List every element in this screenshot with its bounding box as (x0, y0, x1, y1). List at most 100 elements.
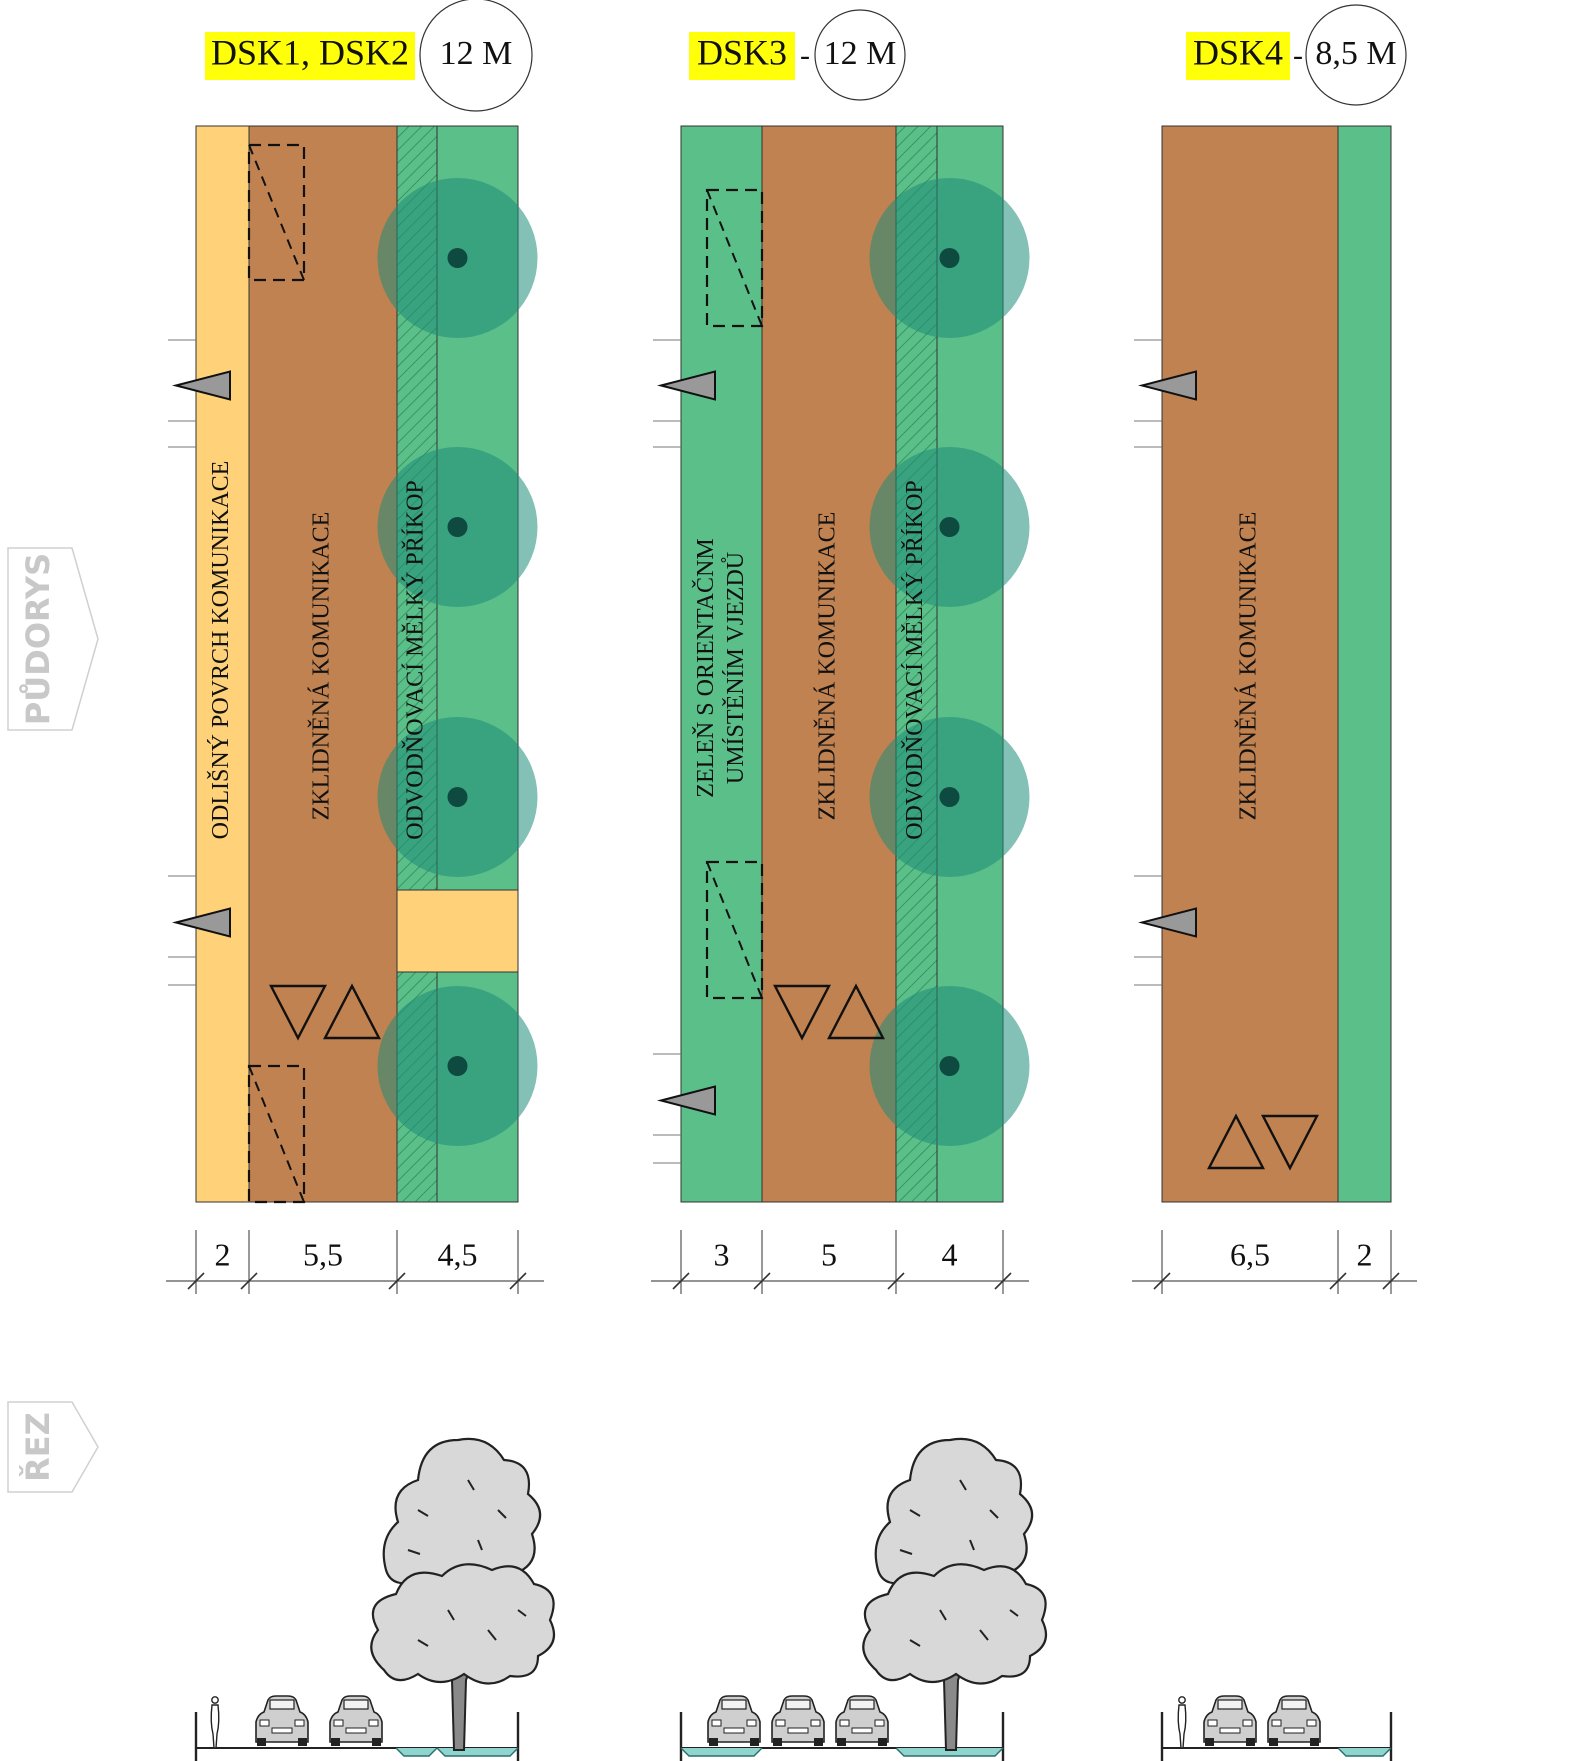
section-arrow (657, 1085, 716, 1116)
traffic-arrow-up (323, 983, 381, 1040)
profile-width: 8,5 M (1315, 35, 1396, 72)
strip-label: ODVODŇOVACÍ MĚLKÝ PŘÍKOP (902, 480, 928, 840)
driveway-crossing (396, 889, 519, 973)
parking-diagonal (248, 144, 305, 281)
tree-trunk-dot (447, 248, 468, 268)
parking-box (247, 1064, 306, 1204)
profile-width: 12 M (440, 35, 513, 72)
parking-diagonal (248, 1065, 305, 1203)
car-icon (707, 1695, 761, 1747)
dimension-line: 2 5,5 4,5 (166, 1230, 544, 1294)
section-arrow (172, 370, 231, 401)
strip-label: UMÍSTĚNÍM VJEZDŮ (722, 552, 749, 784)
plan-tab-text: PŮDORYS (18, 553, 57, 725)
parking-diagonal (706, 189, 763, 327)
tree-trunk-dot (939, 787, 960, 807)
profile-code: DSK3 (697, 32, 787, 72)
tree-trunk-dot (447, 517, 468, 537)
dim-slash (240, 1272, 258, 1290)
profile-title: DSK3-12 M (689, 9, 906, 101)
width-circle (1305, 4, 1407, 106)
traffic-arrow-down (269, 984, 327, 1041)
tree-trunk-dot (447, 787, 468, 807)
water-channel (395, 1747, 438, 1757)
dim-value: 5,5 (303, 1236, 343, 1272)
profile-width: 12 M (824, 35, 897, 72)
profile-code: DSK1, DSK2 (211, 32, 409, 72)
dimension-line: 3 5 4 (651, 1230, 1029, 1294)
dim-slash (994, 1272, 1012, 1290)
profile-title: DSK1, DSK2-12 M (205, 0, 533, 112)
section-view (194, 1437, 556, 1761)
strip-road (761, 125, 897, 1203)
strip-sidewalk (195, 125, 250, 1203)
section-tab-shape (7, 1401, 99, 1493)
plan-tab: PŮDORYS (7, 547, 99, 731)
title-dash: - (800, 39, 810, 72)
traffic-arrow-down (1261, 1114, 1319, 1171)
parking-diagonal (706, 861, 763, 999)
tree-trunk-dot (939, 248, 960, 268)
plan-tab-shape (7, 547, 99, 731)
traffic-arrow-up (827, 983, 885, 1040)
dim-slash (187, 1272, 205, 1290)
strip-green (1337, 125, 1392, 1203)
section-arrow (1138, 370, 1197, 401)
dim-value: 5 (821, 1236, 837, 1272)
water-channel (436, 1747, 519, 1757)
dim-slash (672, 1272, 690, 1290)
dim-value: 2 (1357, 1236, 1373, 1272)
parking-box (705, 860, 764, 1000)
strip-label: ODLIŠNÝ POVRCH KOMUNIKACE (207, 461, 234, 840)
water-channel (680, 1747, 763, 1757)
title-dash: - (1293, 39, 1303, 72)
profile-title: DSK4-8,5 M (1186, 4, 1407, 106)
dim-value: 3 (714, 1236, 730, 1272)
dim-slash (887, 1272, 905, 1290)
tree-section-icon (862, 1437, 1048, 1752)
dim-value: 4 (942, 1236, 958, 1272)
car-icon (1203, 1695, 1257, 1747)
section-tab: ŘEZ (7, 1401, 99, 1493)
dim-slash (1329, 1272, 1347, 1290)
strip-label: ZELEŇ S ORIENTAČNM (692, 538, 719, 797)
tree-trunk-dot (939, 517, 960, 537)
strip-label: ODVODŇOVACÍ MĚLKÝ PŘÍKOP (403, 480, 429, 840)
dim-slash (388, 1272, 406, 1290)
tree-trunk-dot (939, 1056, 960, 1076)
strip-label: ZKLIDNĚNÁ KOMUNIKACE (1236, 512, 1262, 821)
traffic-arrow-down (773, 984, 831, 1041)
water-channel (895, 1747, 1004, 1757)
dim-value: 4,5 (438, 1236, 478, 1272)
profile-code: DSK4 (1193, 32, 1283, 72)
dim-slash (1153, 1272, 1171, 1290)
dim-value: 2 (215, 1236, 231, 1272)
plan-view: ZKLIDNĚNÁ KOMUNIKACE (1134, 125, 1392, 1203)
parking-box (705, 188, 764, 328)
pedestrian-icon (210, 1696, 220, 1749)
traffic-arrow-up (1207, 1113, 1265, 1170)
tree-trunk-dot (447, 1056, 468, 1076)
car-icon (835, 1695, 889, 1747)
pedestrian-icon (1177, 1696, 1187, 1749)
section-arrow (1138, 907, 1197, 938)
car-icon (255, 1695, 309, 1747)
water-channel (1337, 1747, 1392, 1757)
dim-slash (753, 1272, 771, 1290)
strip-label: ZKLIDNĚNÁ KOMUNIKACE (309, 512, 335, 821)
parking-box (247, 143, 306, 282)
strip-label: ZKLIDNĚNÁ KOMUNIKACE (815, 512, 841, 821)
dim-slash (1382, 1272, 1400, 1290)
car-icon (329, 1695, 383, 1747)
car-icon (771, 1695, 825, 1747)
section-arrow (657, 370, 716, 401)
profile-1: DSK1, DSK2-12 M ODLIŠNÝ POVRCH KOMUNIKACE… (166, 0, 556, 1761)
car-icon (1267, 1695, 1321, 1747)
tree-section-icon (370, 1437, 556, 1752)
width-circle (814, 9, 906, 101)
dim-slash (509, 1272, 527, 1290)
